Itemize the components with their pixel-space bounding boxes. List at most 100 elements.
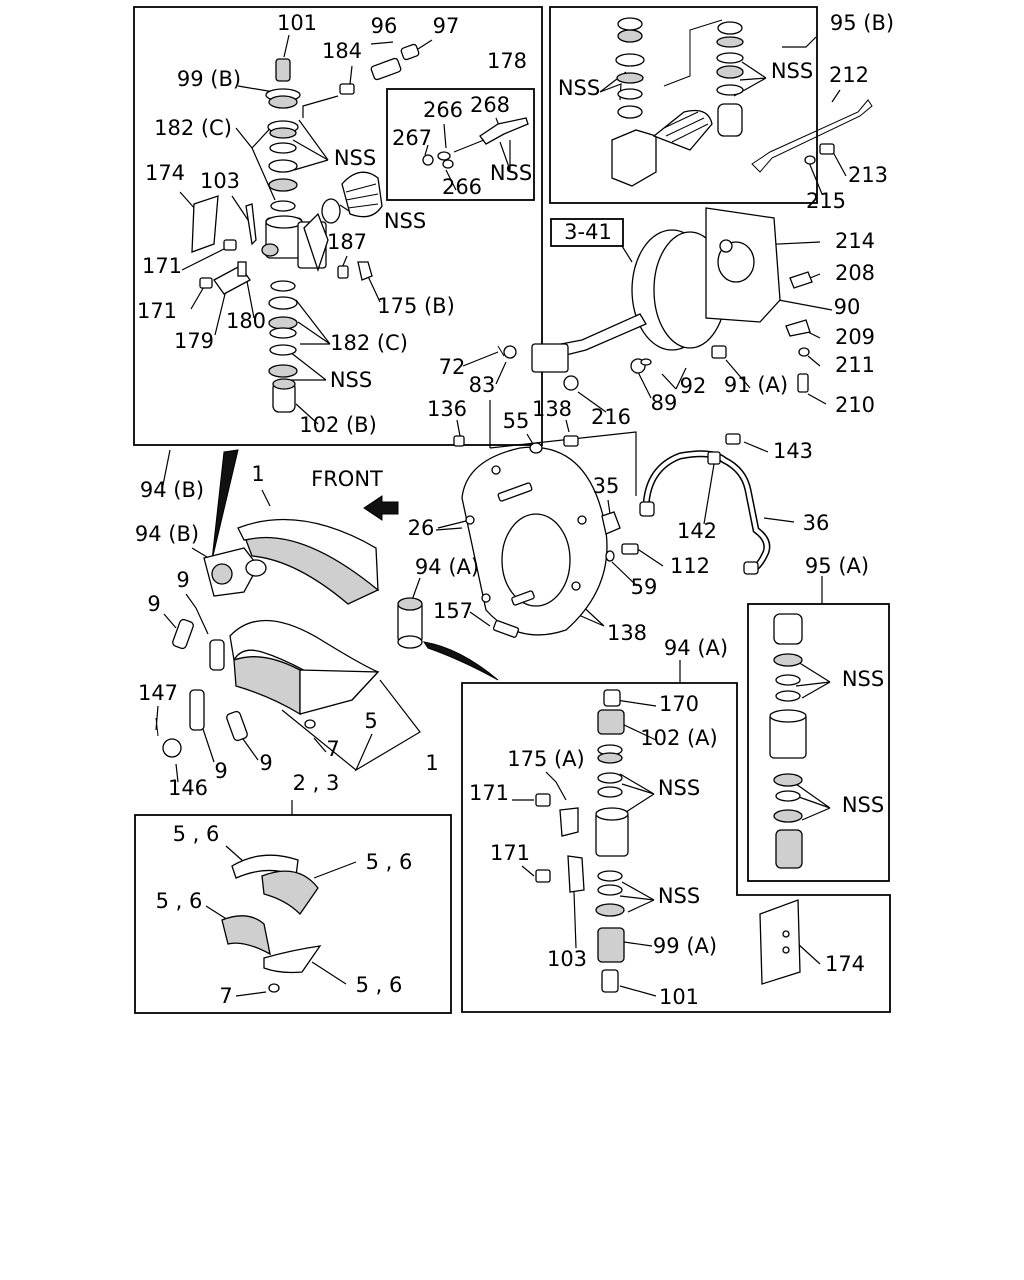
brake-hose: [639, 433, 771, 575]
backing-plate: [453, 435, 639, 638]
part-callout-label: 136: [427, 397, 467, 421]
brake-shoes: [155, 518, 380, 758]
part-callout-label: 216: [591, 405, 631, 429]
part-callout-label: 92: [680, 374, 707, 398]
part-callout-label: 210: [835, 393, 875, 417]
part-callout-label: 175 (A): [507, 747, 585, 771]
part-callout-label: 103: [200, 169, 240, 193]
part-callout-label: 59: [631, 575, 658, 599]
part-callout-label: 5 , 6: [356, 973, 403, 997]
part-callout-label: 101: [659, 985, 699, 1009]
box-95a-detail: [747, 603, 890, 882]
wheel-cylinder-94b-exploded: [191, 43, 529, 413]
box-178-detail: [386, 88, 535, 201]
part-callout-label: 175 (B): [377, 294, 455, 318]
part-callout-label: 90: [834, 295, 861, 319]
part-callout-label: 5 , 6: [366, 850, 413, 874]
box-frames: [133, 6, 891, 1014]
part-callout-label: 55: [503, 409, 530, 433]
part-callout-label: 103: [547, 947, 587, 971]
part-callout-label: 146: [168, 776, 208, 800]
part-callout-label: 174: [825, 952, 865, 976]
part-callout-label: 7: [219, 984, 232, 1008]
part-callout-label: NSS: [330, 368, 372, 392]
part-callout-label: NSS: [334, 146, 376, 170]
part-callout-label: 89: [651, 391, 678, 415]
part-callout-label: 96: [371, 14, 398, 38]
box-94b-detail: [133, 6, 543, 446]
part-callout-label: 9: [147, 592, 160, 616]
part-callout-label: 184: [322, 39, 362, 63]
part-callout-label: 267: [392, 126, 432, 150]
box-95b-detail: [549, 6, 818, 204]
part-callout-label: 94 (B): [135, 522, 199, 546]
part-callout-label: 2 , 3: [293, 771, 340, 795]
part-callout-label: 102 (A): [640, 726, 718, 750]
part-callout-label: 91 (A): [724, 373, 788, 397]
part-callout-label: 179: [174, 329, 214, 353]
part-callout-label: 266: [423, 98, 463, 122]
part-callout-label: 94 (A): [415, 555, 479, 579]
part-callout-label: NSS: [490, 161, 532, 185]
part-callout-label: FRONT: [311, 467, 383, 491]
part-callout-label: 138: [532, 397, 572, 421]
part-callout-label: 178: [487, 49, 527, 73]
part-callout-label: 157: [433, 599, 473, 623]
part-callout-label: 174: [145, 161, 185, 185]
part-callout-label: 171: [137, 299, 177, 323]
part-callout-label: 5 , 6: [156, 889, 203, 913]
part-callout-label: 1: [425, 751, 438, 775]
part-callout-label: 94 (A): [664, 636, 728, 660]
part-callout-label: 266: [442, 175, 482, 199]
part-callout-label: NSS: [842, 667, 884, 691]
part-callout-label: 208: [835, 261, 875, 285]
part-callout-label: 209: [835, 325, 875, 349]
part-callout-label: 9: [214, 759, 227, 783]
part-callout-label: 5 , 6: [173, 822, 220, 846]
part-callout-label: 187: [327, 230, 367, 254]
wheel-cylinder-95a-exploded: [769, 613, 807, 869]
plate-174: [759, 899, 801, 985]
part-callout-label: 72: [439, 355, 466, 379]
part-callout-label: 212: [829, 63, 869, 87]
part-callout-label: NSS: [658, 776, 700, 800]
wheel-cylinder-95b-exploded: [611, 17, 744, 187]
part-callout-label: 138: [607, 621, 647, 645]
brake-chamber-assembly: [497, 99, 873, 393]
part-callout-label: 171: [490, 841, 530, 865]
part-callout-label: 36: [803, 511, 830, 535]
part-callout-label: 3-41: [564, 220, 612, 244]
part-callout-label: 102 (B): [299, 413, 377, 437]
part-callout-label: 7: [326, 737, 339, 761]
part-callout-label: 147: [138, 681, 178, 705]
part-callout-label: 35: [593, 474, 620, 498]
part-callout-label: 26: [408, 516, 435, 540]
part-callout-label: 99 (B): [177, 67, 241, 91]
part-callout-label: 180: [226, 309, 266, 333]
part-callout-label: 142: [677, 519, 717, 543]
part-callout-label: 99 (A): [653, 934, 717, 958]
direction-wedges: [211, 449, 499, 681]
part-callout-label: 215: [806, 189, 846, 213]
part-callout-label: 101: [277, 11, 317, 35]
part-callout-label: 268: [470, 93, 510, 117]
part-callout-label: NSS: [771, 59, 813, 83]
part-callout-label: 94 (B): [140, 478, 204, 502]
part-callout-label: 171: [142, 254, 182, 278]
part-callout-label: 9: [259, 751, 272, 775]
part-callout-label: 5: [364, 709, 377, 733]
box-94a-detail: [461, 682, 891, 1013]
front-arrow: [363, 495, 399, 521]
part-callout-label: NSS: [558, 76, 600, 100]
part-callout-label: 170: [659, 692, 699, 716]
box-2-3-detail: [134, 814, 452, 1014]
part-callout-label: 182 (C): [154, 116, 232, 140]
part-callout-label: 143: [773, 439, 813, 463]
box-3-41-ref: [550, 218, 624, 247]
part-callout-label: 95 (A): [805, 554, 869, 578]
part-callout-label: 112: [670, 554, 710, 578]
part-callout-label: 214: [835, 229, 875, 253]
part-callout-label: NSS: [384, 209, 426, 233]
part-callout-label: 95 (B): [830, 11, 894, 35]
wheel-cylinder-94a-exploded: [535, 689, 629, 993]
